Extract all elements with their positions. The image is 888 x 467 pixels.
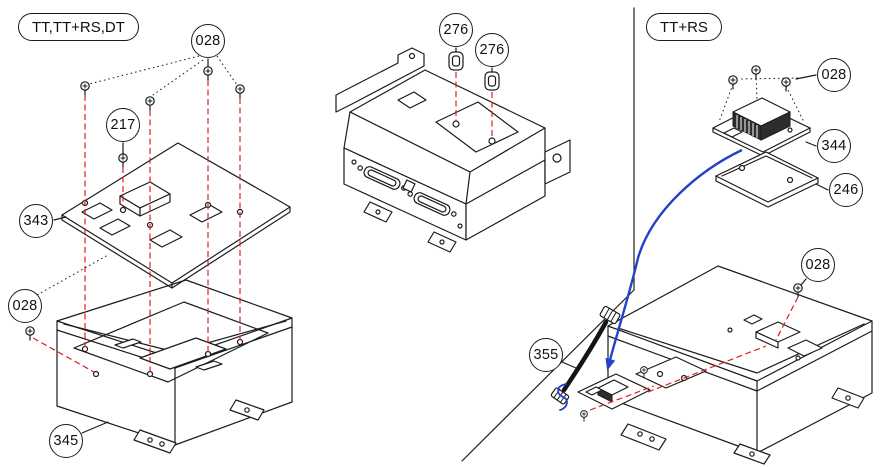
balloon-028-left-top: 028 (191, 24, 225, 58)
balloon-246: 246 (829, 173, 863, 207)
bracket-246 (715, 151, 819, 208)
clip-icon (448, 51, 464, 71)
balloon-345: 345 (49, 424, 83, 458)
screw-icon (580, 410, 588, 422)
screw-icon (118, 153, 128, 168)
cable-355 (550, 305, 621, 411)
middle-chassis (335, 47, 571, 253)
screw-icon (235, 84, 245, 99)
main-pcb-343 (61, 142, 291, 289)
balloon-343: 343 (19, 204, 53, 238)
middle-assembly (335, 47, 571, 253)
balloon-355: 355 (529, 338, 563, 372)
balloon-217: 217 (106, 108, 140, 142)
balloon-028-right-top: 028 (817, 58, 851, 92)
balloon-leader-lines (561, 74, 829, 369)
screw-icon (145, 96, 155, 111)
section-label-left: TT,TT+RS,DT (18, 13, 139, 41)
screw-icon (728, 75, 738, 90)
screw-icon (80, 81, 90, 96)
blue-wire (557, 383, 568, 411)
section-label-right: TT+RS (646, 13, 722, 41)
balloon-leader-lines (53, 58, 209, 434)
section-divider-line (461, 7, 635, 462)
left-assembly (25, 55, 293, 454)
interface-pcb (577, 373, 651, 410)
balloon-276-b: 276 (475, 33, 509, 67)
alignment-dotted-lines (36, 55, 238, 296)
screw-icon (203, 66, 213, 81)
screw-icon (25, 326, 35, 341)
screw-alignment-lines (32, 80, 241, 373)
chassis-345 (56, 279, 293, 454)
balloon-028-left-side: 028 (8, 289, 42, 323)
balloon-344: 344 (817, 129, 851, 163)
balloon-028-right-chassis: 028 (801, 248, 835, 282)
screw-alignment-lines (455, 72, 493, 138)
balloon-276-a: 276 (439, 13, 473, 47)
screw-alignment-lines (589, 296, 799, 411)
alignment-dotted-lines (718, 73, 805, 123)
screw-icon (751, 65, 761, 80)
right-chassis (607, 265, 873, 465)
terminal-pcb-344 (712, 97, 811, 157)
clip-icon (484, 71, 500, 91)
screw-icon (781, 77, 791, 92)
balloon-leader-lines (455, 47, 493, 73)
right-assembly (550, 65, 873, 465)
assembly-arrow (605, 148, 743, 371)
